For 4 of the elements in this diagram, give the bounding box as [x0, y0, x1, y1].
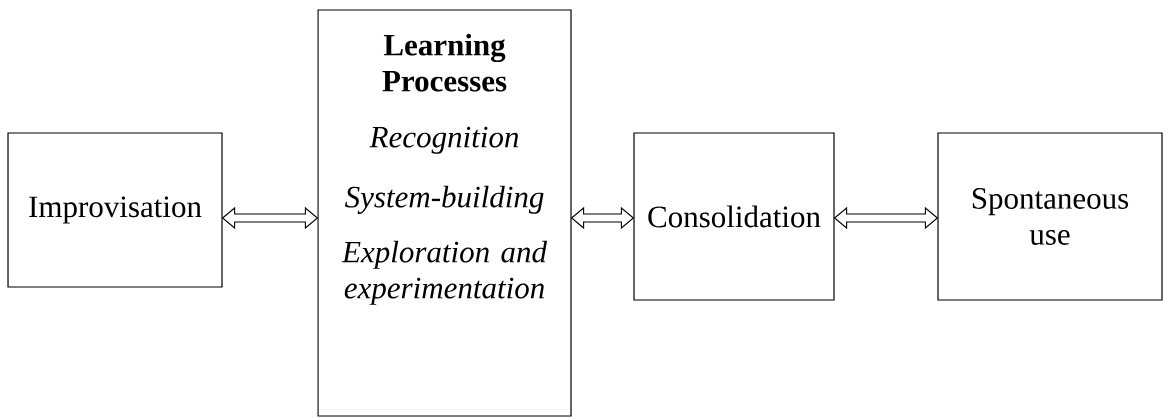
process-box: Spontaneous use: [937, 132, 1163, 301]
process-box: Learning Processes Recognition System-building Exploration and experimentation: [317, 9, 572, 417]
process-box: Consolidation: [633, 132, 835, 301]
process-box: Improvisation: [7, 132, 223, 288]
